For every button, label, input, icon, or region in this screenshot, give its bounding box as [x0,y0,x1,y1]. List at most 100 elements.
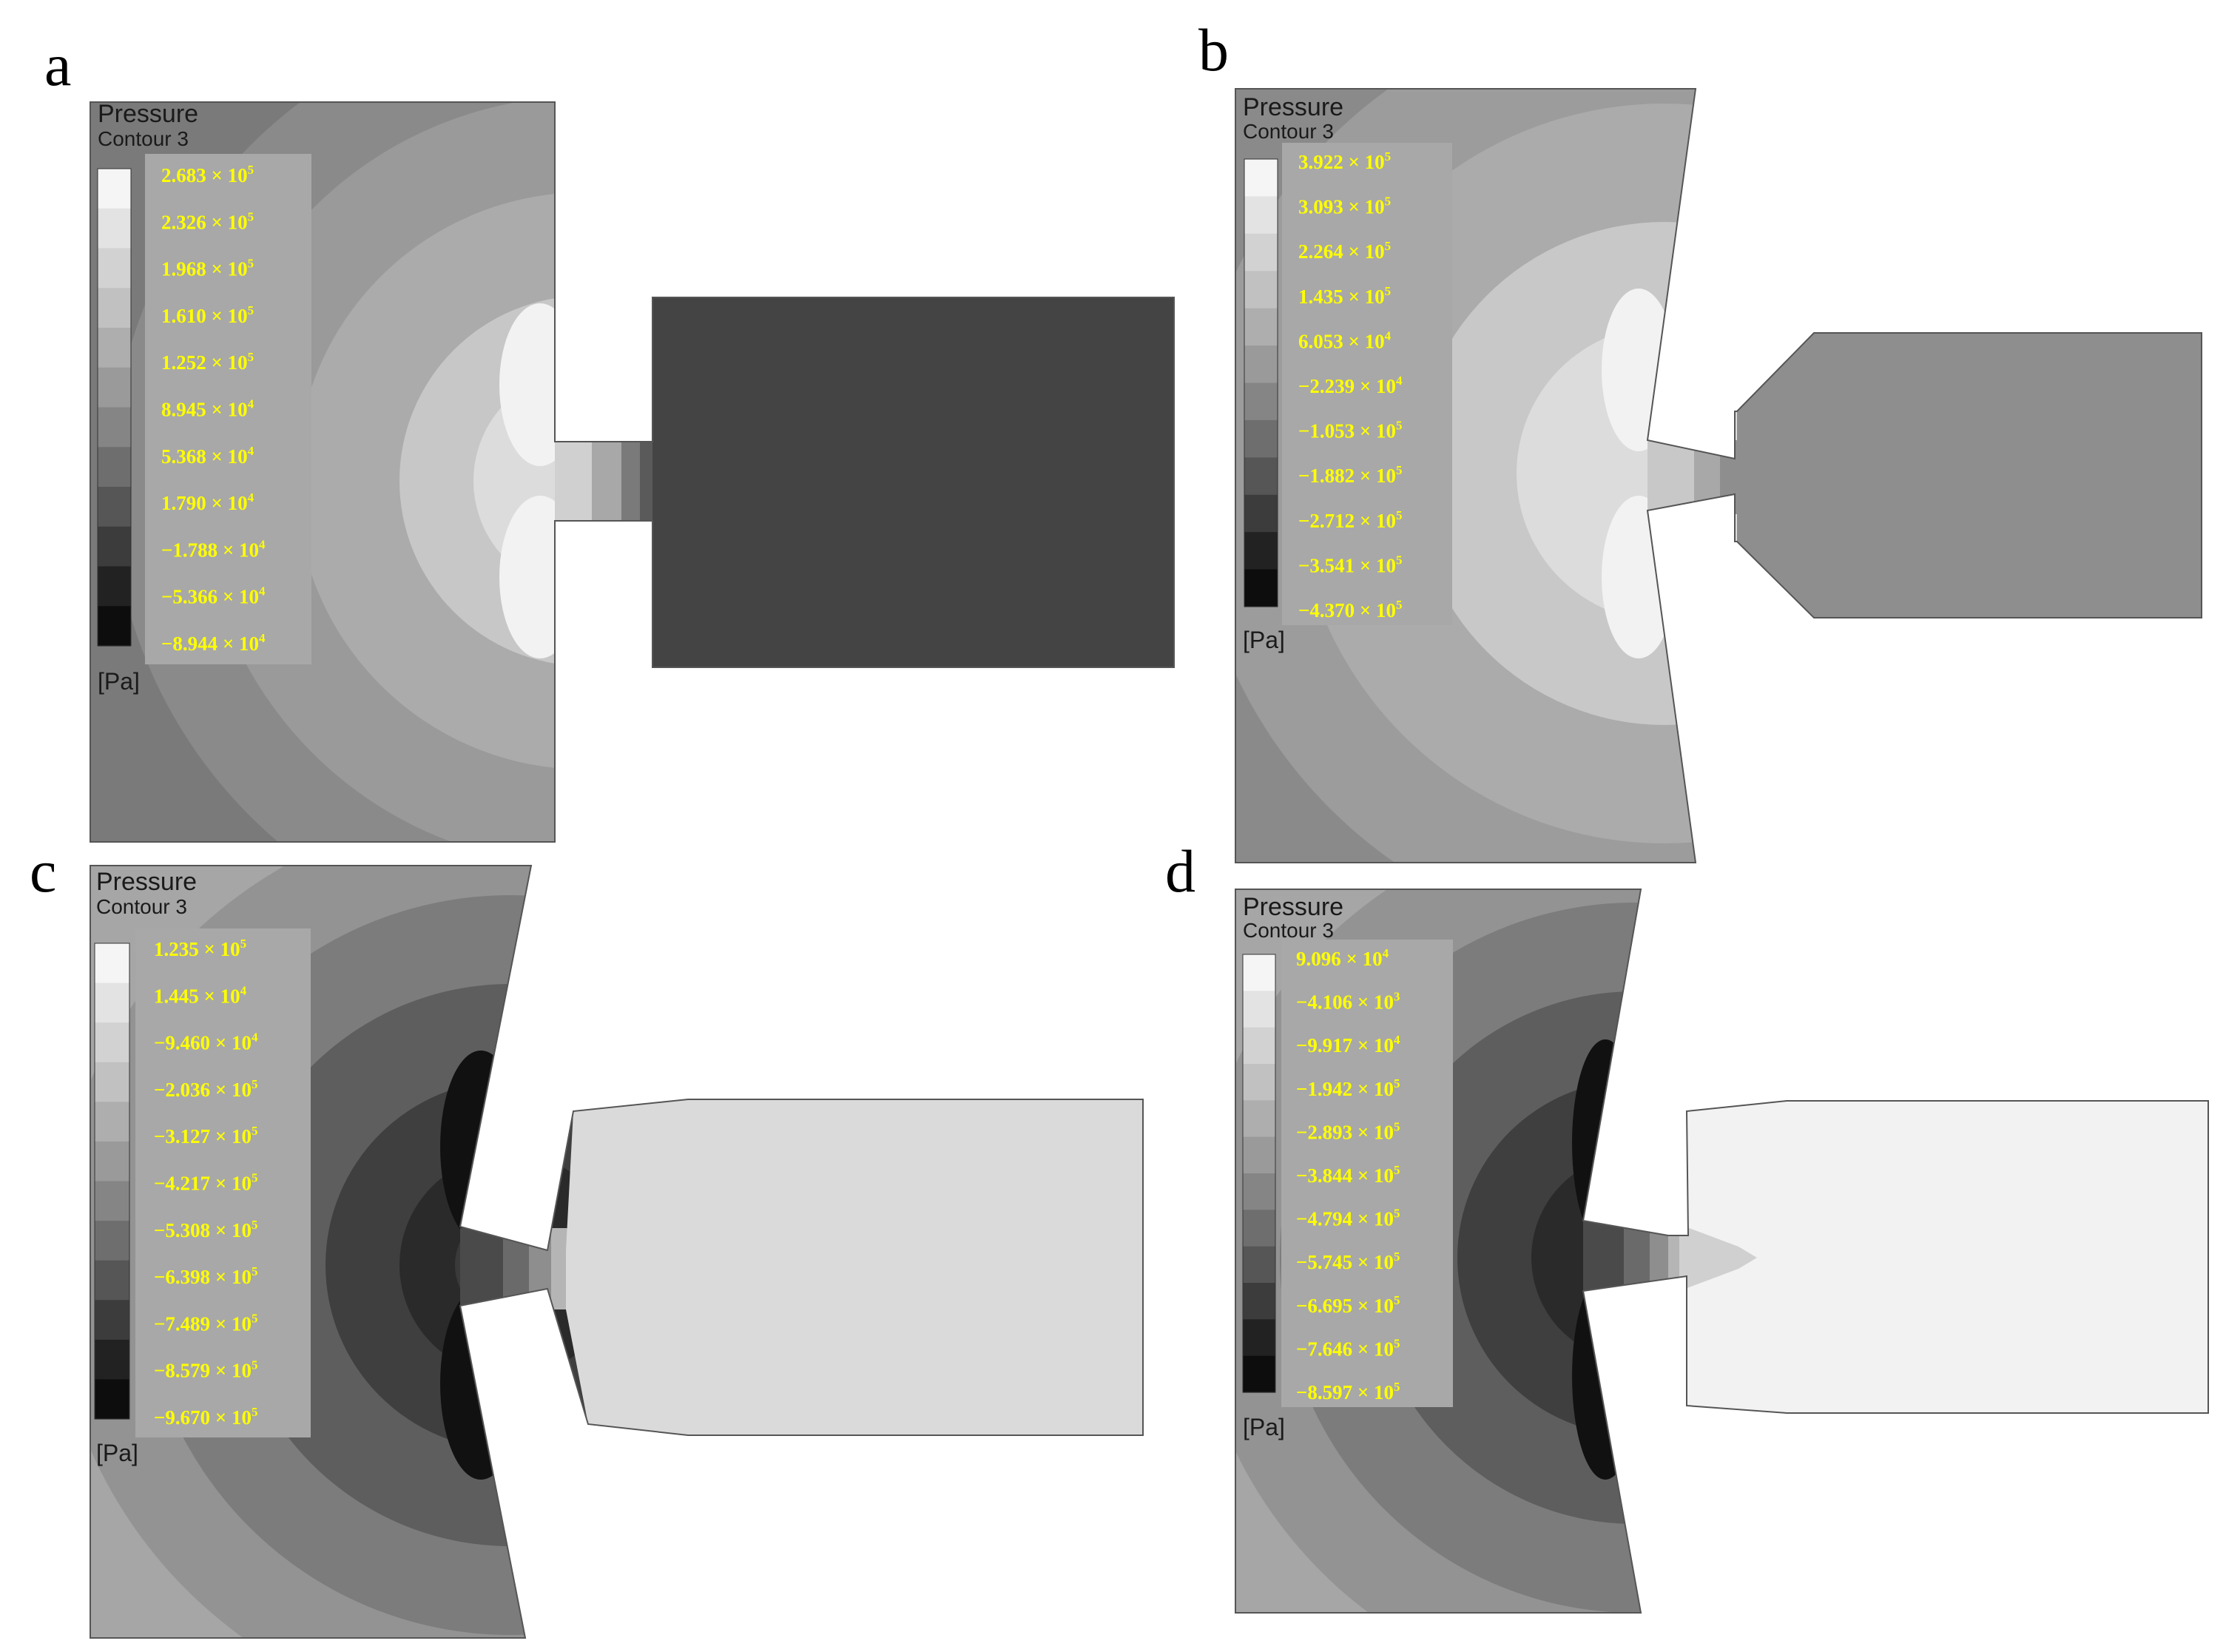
colorbar-swatch [95,1260,129,1301]
colorbar-swatch [98,487,131,527]
colorbar-swatch [98,208,131,249]
tick-label: −1.882 × 105 [1298,463,1403,487]
colorbar-swatch [1243,1173,1275,1210]
panel-b-legend-subtitle: Contour 3 [1243,120,1334,143]
panel-c-legend-subtitle: Contour 3 [96,895,187,918]
tick-label: −4.217 × 105 [154,1171,258,1195]
colorbar-swatch [98,328,131,368]
colorbar-swatch [95,1062,129,1102]
tick-label: 3.093 × 105 [1298,195,1391,218]
panel-a-tick-labels: 2.683 × 105 2.326 × 105 1.968 × 105 1.610 ×… [161,163,266,655]
tick-label: −3.541 × 105 [1298,553,1403,576]
colorbar-swatch [95,1339,129,1380]
colorbar-outline [1242,954,1276,1393]
colorbar-swatch [1244,419,1278,458]
colorbar-swatch [1244,457,1278,496]
tick-label: −9.460 × 104 [154,1031,258,1054]
panel-d-letter: d [1165,837,1195,905]
tick-label: 2.683 × 105 [161,163,254,186]
colorbar-outline [1244,158,1278,607]
colorbar-swatch [1243,954,1275,991]
tick-label: 1.610 × 105 [161,303,254,327]
colorbar-swatch [98,367,131,408]
panel-c-tick-labels: 1.235 × 105 1.445 × 104 −9.460 × 104 −2.036… [154,937,258,1429]
tick-label: 6.053 × 104 [1298,328,1392,352]
colorbar-swatch [98,606,131,647]
tick-label: 2.264 × 105 [1298,239,1391,263]
tick-label: −2.239 × 104 [1298,374,1403,397]
tick-label: 1.968 × 105 [161,257,254,280]
tick-label: −9.670 × 105 [154,1405,258,1429]
tick-label: 1.445 × 104 [154,983,247,1007]
tick-label: 9.096 × 104 [1296,946,1389,970]
panel-b-label-box [1282,143,1452,625]
tick-label: −9.917 × 104 [1296,1033,1400,1056]
colorbar-swatch [95,1379,129,1420]
tick-label: −1.942 × 105 [1296,1076,1400,1100]
colorbar-swatch [1244,233,1278,272]
colorbar-swatch [1244,569,1278,607]
colorbar-swatch [1243,1355,1275,1393]
tick-label: −4.106 × 103 [1296,990,1400,1014]
colorbar-swatch [1244,494,1278,533]
colorbar-swatch [1243,1319,1275,1357]
colorbar-swatch [95,1102,129,1142]
tick-label: −8.597 × 105 [1296,1380,1400,1403]
panel-a-label-box [145,154,311,664]
tick-label: −2.893 × 105 [1296,1119,1400,1143]
colorbar-swatch [95,982,129,1023]
colorbar-swatch [1244,271,1278,309]
panel-c-label-box [135,928,311,1437]
tick-label: −7.489 × 105 [154,1311,258,1335]
colorbar-swatch [1243,1136,1275,1174]
colorbar-swatch [98,288,131,328]
colorbar-swatch [1244,159,1278,198]
colorbar-outline [97,168,132,647]
tick-label: −5.366 × 104 [161,584,266,608]
tick-label: −4.794 × 105 [1296,1207,1400,1230]
panel-c-unit: [Pa] [96,1440,138,1466]
colorbar-swatch [1244,382,1278,421]
colorbar-swatch [95,1022,129,1063]
colorbar-swatch [95,1221,129,1261]
tick-label: 1.235 × 105 [154,937,246,960]
colorbar-swatch [1243,1027,1275,1065]
panel-c-colorbar [94,943,130,1420]
colorbar-swatch [1244,345,1278,384]
colorbar-swatch [1244,196,1278,235]
panel-a-unit: [Pa] [98,668,140,695]
panel-b-legend-title: Pressure [1243,93,1343,121]
colorbar-swatch [1243,1283,1275,1320]
tick-label: −2.036 × 105 [154,1077,258,1101]
tick-label: −3.844 × 105 [1296,1163,1400,1187]
colorbar-swatch [95,1181,129,1221]
tick-label: 3.922 × 105 [1298,149,1391,173]
tick-label: 1.252 × 105 [161,350,254,374]
colorbar-swatch [1243,1246,1275,1284]
tick-label: −1.788 × 104 [161,537,266,561]
colorbar-swatch [95,1300,129,1341]
panel-d-legend-subtitle: Contour 3 [1243,919,1334,942]
colorbar-swatch [98,169,131,209]
colorbar-swatch [98,526,131,567]
colorbar-swatch [98,566,131,607]
tick-label: −4.370 × 105 [1298,598,1403,621]
colorbar-swatch [98,407,131,448]
tick-label: 2.326 × 105 [161,209,254,233]
tick-label: −6.398 × 105 [154,1264,258,1288]
panel-d-tick-labels: 9.096 × 104 −4.106 × 103 −9.917 × 104 −1.94… [1296,946,1400,1403]
colorbar-swatch [95,943,129,984]
colorbar-swatch [1243,1064,1275,1101]
colorbar-swatch [1244,532,1278,570]
panel-a-legend-title: Pressure [98,100,198,128]
colorbar-swatch [1244,308,1278,346]
colorbar-swatch [98,248,131,289]
panel-d-label-box [1281,940,1453,1407]
tick-label: −6.695 × 105 [1296,1293,1400,1317]
colorbar-swatch [1243,991,1275,1028]
tick-label: −5.308 × 105 [154,1218,258,1241]
